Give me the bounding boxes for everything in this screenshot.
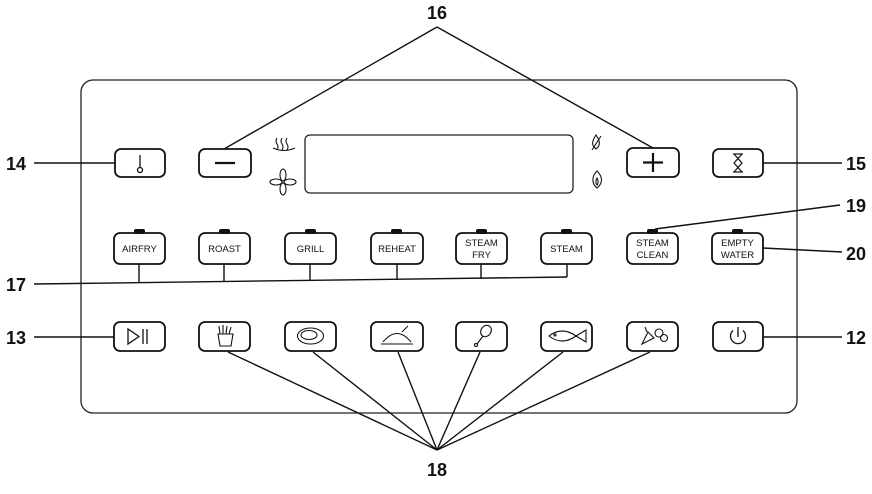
indicator-led — [732, 229, 743, 234]
chicken-preset-button[interactable] — [370, 321, 424, 352]
indicator-led — [305, 229, 316, 234]
roast-chicken-icon — [381, 325, 413, 345]
button-label-line2: WATER — [721, 250, 754, 261]
minus-button[interactable] — [198, 148, 252, 178]
flame-icon — [592, 170, 603, 189]
empty-water-button[interactable]: EMPTY WATER — [711, 229, 764, 265]
start-pause-button[interactable] — [113, 321, 166, 352]
button-label: AIRFRY — [122, 244, 157, 255]
button-label-line1: STEAM — [465, 238, 498, 249]
reheat-button[interactable]: REHEAT — [370, 229, 424, 265]
callout-17: 17 — [6, 275, 26, 295]
callout-18: 18 — [427, 460, 447, 480]
drumstick-icon — [473, 324, 492, 348]
button-label: GRILL — [297, 244, 324, 255]
steak-preset-button[interactable] — [284, 321, 337, 352]
drumstick-preset-button[interactable] — [455, 321, 508, 352]
power-icon — [729, 327, 747, 345]
steak-icon — [296, 327, 325, 345]
callout-20: 20 — [846, 244, 866, 264]
roast-button[interactable]: ROAST — [198, 229, 251, 265]
fish-icon — [548, 329, 587, 343]
control-panel-outline — [80, 79, 798, 414]
callout-lines — [33, 26, 843, 451]
steam-fry-button[interactable]: STEAM FRY — [455, 229, 508, 265]
plus-icon — [643, 153, 663, 172]
power-button[interactable] — [712, 321, 764, 352]
indicator-led — [561, 229, 572, 234]
callout-19: 19 — [846, 196, 866, 216]
callout-15: 15 — [846, 154, 866, 174]
indicator-led — [219, 229, 230, 234]
timer-button[interactable] — [712, 148, 764, 178]
fish-preset-button[interactable] — [540, 321, 593, 352]
fan-icon — [269, 168, 297, 196]
button-label-line1: STEAM — [636, 238, 669, 249]
play-pause-icon — [127, 327, 148, 346]
steam-heat-icon — [272, 137, 296, 152]
display-window — [304, 134, 574, 194]
indicator-led — [476, 229, 487, 234]
button-label-line1: EMPTY — [721, 238, 754, 249]
thermometer-icon — [136, 155, 144, 174]
steam-button[interactable]: STEAM — [540, 229, 593, 265]
callout-16: 16 — [427, 3, 447, 23]
airfry-button[interactable]: AIRFRY — [113, 229, 166, 265]
button-label-line2: FRY — [472, 250, 491, 261]
water-drop-icon — [591, 134, 602, 151]
indicator-led — [391, 229, 402, 234]
indicator-led — [647, 229, 658, 234]
vegetables-preset-button[interactable] — [626, 321, 679, 352]
indicator-led — [134, 229, 145, 234]
plus-button[interactable] — [626, 147, 680, 178]
callout-12: 12 — [846, 328, 866, 348]
button-label-line2: CLEAN — [637, 250, 669, 261]
callout-14: 14 — [6, 154, 26, 174]
fries-icon — [217, 325, 234, 347]
grill-button[interactable]: GRILL — [284, 229, 337, 265]
steam-clean-button[interactable]: STEAM CLEAN — [626, 229, 679, 265]
button-label: REHEAT — [378, 244, 416, 255]
hourglass-icon — [733, 153, 743, 173]
vegetables-icon — [640, 326, 669, 346]
button-label: STEAM — [550, 244, 583, 255]
callout-13: 13 — [6, 328, 26, 348]
button-label: ROAST — [208, 244, 241, 255]
temperature-button[interactable] — [114, 148, 166, 178]
fries-preset-button[interactable] — [198, 321, 251, 352]
